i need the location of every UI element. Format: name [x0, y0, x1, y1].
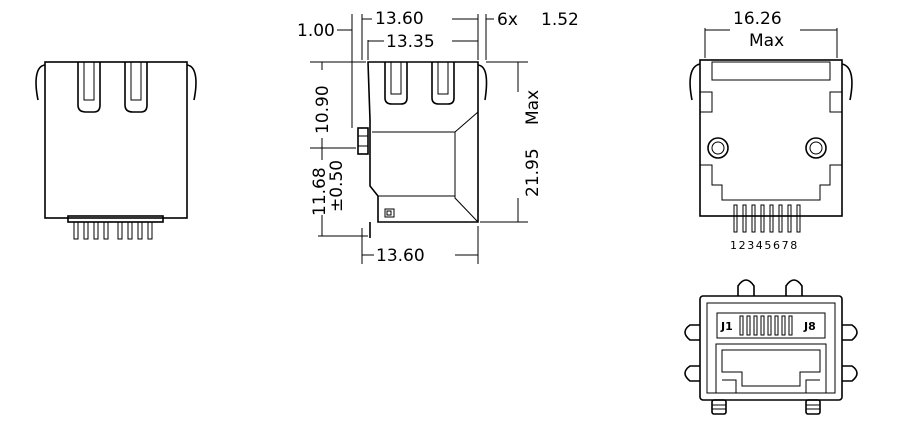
dim-13-60-bottom: 13.60 [376, 246, 425, 266]
dim-1-00: 1.00 [297, 21, 335, 41]
dim-13-60-top: 13.60 [375, 9, 424, 29]
dim-21-95: 21.95 [523, 148, 543, 197]
dim-max-top: Max [749, 31, 784, 51]
dim-16-26: 16.26 [733, 9, 782, 29]
jack-label-j8: J8 [803, 320, 816, 333]
rear-pins [733, 204, 801, 233]
rear-view: 16.26 Max 12345678 [689, 9, 853, 252]
contact-fingers [739, 315, 793, 336]
top-view: J1 J8 [684, 279, 858, 415]
dim-13-35: 13.35 [386, 32, 435, 52]
dim-pm-0-50: ±0.50 [327, 160, 347, 212]
dim-10-90: 10.90 [313, 85, 333, 134]
side-view: 1.00 13.60 13.35 6x 1.52 10.90 11.68 ±0.… [297, 9, 579, 266]
dim-11-68: 11.68 [310, 167, 330, 216]
jack-label-j1: J1 [720, 320, 733, 333]
pin-numbers: 12345678 [730, 239, 799, 252]
front-view [35, 61, 197, 240]
front-pins [73, 221, 153, 240]
dim-6x: 6x [497, 10, 518, 30]
dim-1-52: 1.52 [541, 10, 579, 30]
dim-max-side: Max [523, 90, 543, 125]
